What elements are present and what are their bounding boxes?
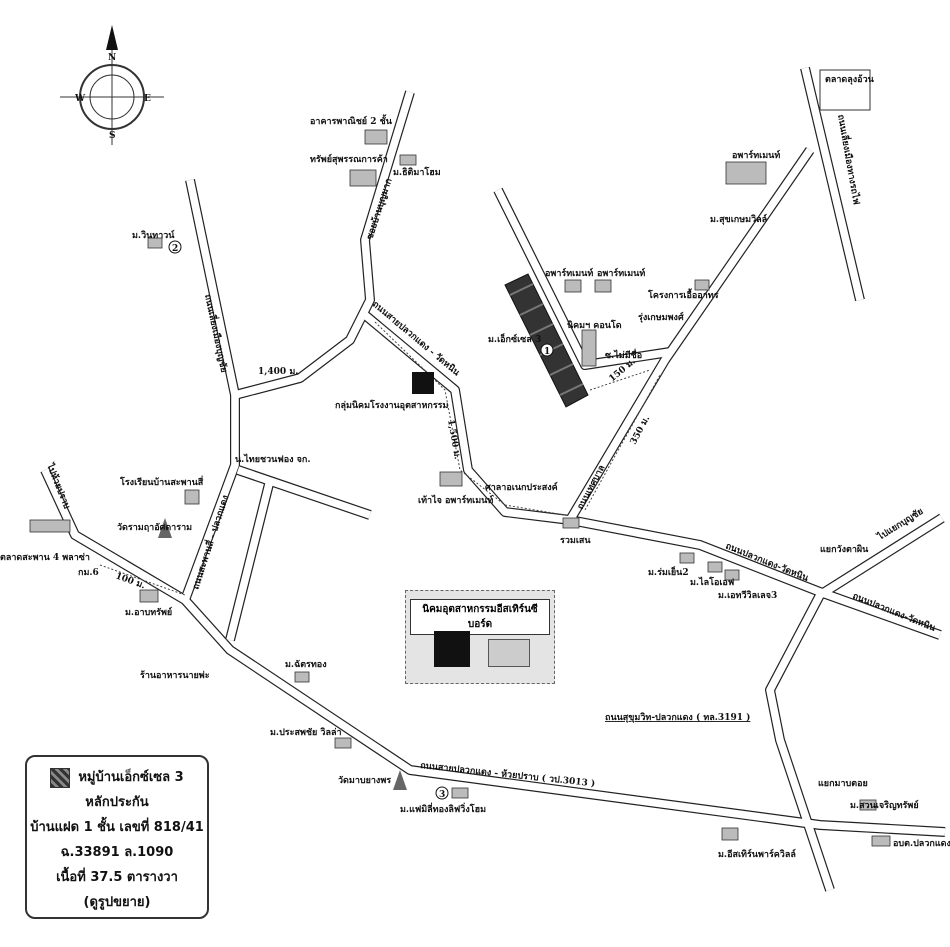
label: อพาร์ทเมนท์ [545, 267, 593, 279]
legend-box: หมู่บ้านเอ็กซ์เซล 3 หลักประกัน บ้านแฝด 1… [25, 755, 209, 919]
house-icon [451, 787, 469, 799]
distance-markers [99, 321, 661, 596]
house-icon [147, 237, 163, 249]
building-icon [725, 161, 767, 185]
building-icon [439, 471, 463, 487]
condo-icon [581, 329, 597, 367]
factory-icon [434, 631, 470, 667]
label: ทรัพย์สุพรรณการค้า [310, 153, 388, 165]
label: ม.สุขเกษมวิลล์ [710, 213, 767, 225]
label: น.ไทยชวนฟอง จก. [235, 453, 311, 465]
building-icon [594, 279, 612, 293]
distance-label: 1,400 ม. [258, 367, 298, 377]
label: ม.อาบทรัพย์ [125, 606, 172, 618]
compass-e: E [144, 94, 151, 104]
north-arrow-icon [106, 25, 118, 50]
road-label: ถนนสุขุมวิท-ปลวกแดง ( ทล.3191 ) [605, 712, 750, 723]
label: ม.ประสพชัย วิลล่า [270, 727, 342, 738]
label: ร้านอาหารนายพ่ะ [140, 670, 210, 681]
label: ม.แฟมิลี่ทองลิฟวิ่งโฮม [400, 802, 486, 815]
hatch-swatch-icon [50, 767, 71, 788]
legend-line: หลักประกัน [85, 795, 149, 810]
subject-hatch-lines [509, 283, 584, 396]
map-labels: อาคารพาณิชย์ 2 ชั้น ทรัพย์สุพรรณการค้า ม… [0, 74, 950, 860]
label: ม.ธิติมาโฮม [393, 166, 441, 178]
label: แยกวังตาผิน [820, 544, 869, 555]
warehouse-icon [349, 169, 377, 187]
label: รุ่งเกษมพงศ์ [638, 311, 684, 323]
compass: N E S W [60, 25, 164, 145]
label: กม.6 [78, 568, 99, 578]
house-icon [399, 154, 417, 166]
house-icon [859, 799, 877, 811]
label: ม.ฉัตรทอง [285, 659, 327, 670]
label: ม.ร่มเย็น2 [648, 565, 689, 578]
temple-icon [158, 518, 172, 538]
label: รวมเสน [560, 536, 591, 546]
school-icon [184, 489, 200, 505]
house-icon [721, 827, 739, 841]
numbered-markers: 2 1 3 [168, 240, 554, 800]
building-icon [364, 129, 388, 145]
compass-w: W [74, 94, 86, 104]
house-icon [707, 561, 723, 573]
house-icon [294, 671, 310, 683]
market-icon [29, 519, 71, 533]
marker-1: 1 [544, 347, 550, 357]
legend-line: เนื้อที่ 37.5 ตารางวา [56, 870, 178, 885]
factory-icon [412, 372, 434, 394]
market-box [819, 69, 871, 111]
label: แยกมาบตอย [818, 779, 868, 789]
label: โครงการเอื้ออาทร [647, 288, 719, 301]
road-label: ถนนสายปลวกแดง - วัดหนิน [370, 299, 462, 379]
industrial-estate-box: นิคมอุตสาหกรรมอีสเทิร์นซีบอร์ด [405, 590, 555, 684]
warehouse-icon [488, 639, 530, 667]
label: ซ.ไม่มีชื่อ [605, 348, 642, 361]
house-icon [724, 569, 740, 581]
house-icon [334, 737, 352, 749]
building-icon [564, 279, 582, 293]
label: นิคมฯ คอนโด [567, 319, 622, 331]
label: ตลาดสะพาน 4 พลาซ่า [0, 552, 90, 563]
building-icons [29, 69, 891, 847]
marker-2: 2 [172, 244, 178, 254]
label: ม.วินทาวน์ [132, 229, 175, 241]
house-icon [139, 589, 159, 603]
label: ม.เอทวีวิลเลจ3 [718, 590, 777, 601]
house-icon [679, 552, 695, 564]
road-label: ถนนเทศบาล [576, 464, 608, 512]
road-label: ถนนสะพานสี่ - ปลวกแดง [188, 493, 231, 591]
legend-line: (ดูรูปขยาย) [83, 895, 151, 910]
legend-title: หมู่บ้านเอ็กซ์เซล 3 [78, 770, 184, 785]
label: อาคารพาณิชย์ 2 ชั้น [310, 114, 393, 127]
subject-project-hatched-area [504, 273, 589, 408]
label: โรงเรียนบ้านสะพานสี่ [119, 475, 204, 488]
label: อพาร์ทเมนท์ [732, 149, 780, 161]
legend-line: ฉ.33891 ล.1090 [60, 845, 174, 860]
label: อพาร์ทเมนท์ [597, 267, 645, 279]
label: ม.ไลโอเอฟ [690, 576, 734, 588]
label: เท้าไจ อพาร์ทเมนท์ [418, 494, 493, 506]
label: อบต.ปลวกแดง [893, 838, 950, 849]
label: กลุ่มนิคมโรงงานอุตสาหกรรม [335, 399, 449, 411]
label: วัดรามฤาอัศดาราม [117, 522, 192, 533]
subject-label: ม.เอ็กซ์เซล 3 [488, 332, 541, 345]
label: ศาลาอเนกประสงค์ [485, 481, 558, 493]
building-icon [562, 517, 580, 529]
compass-n: N [108, 53, 116, 63]
house-icon [694, 279, 710, 291]
office-icon [871, 835, 891, 847]
marker-3: 3 [439, 790, 445, 800]
temple-icon [393, 770, 407, 790]
label: ม.อีสเทิร์นพาร์ควิลล์ [718, 848, 796, 860]
label: ตลาดลุงอ้วน [825, 74, 875, 85]
legend-line: บ้านแฝด 1 ชั้น เลขที่ 818/41 [30, 820, 204, 835]
label: ม.สวนเจริญทรัพย์ [850, 799, 919, 811]
label: วัดมาบยางพร [338, 775, 391, 786]
estate-title: นิคมอุตสาหกรรมอีสเทิร์นซีบอร์ด [410, 599, 550, 635]
compass-s: S [109, 131, 116, 141]
